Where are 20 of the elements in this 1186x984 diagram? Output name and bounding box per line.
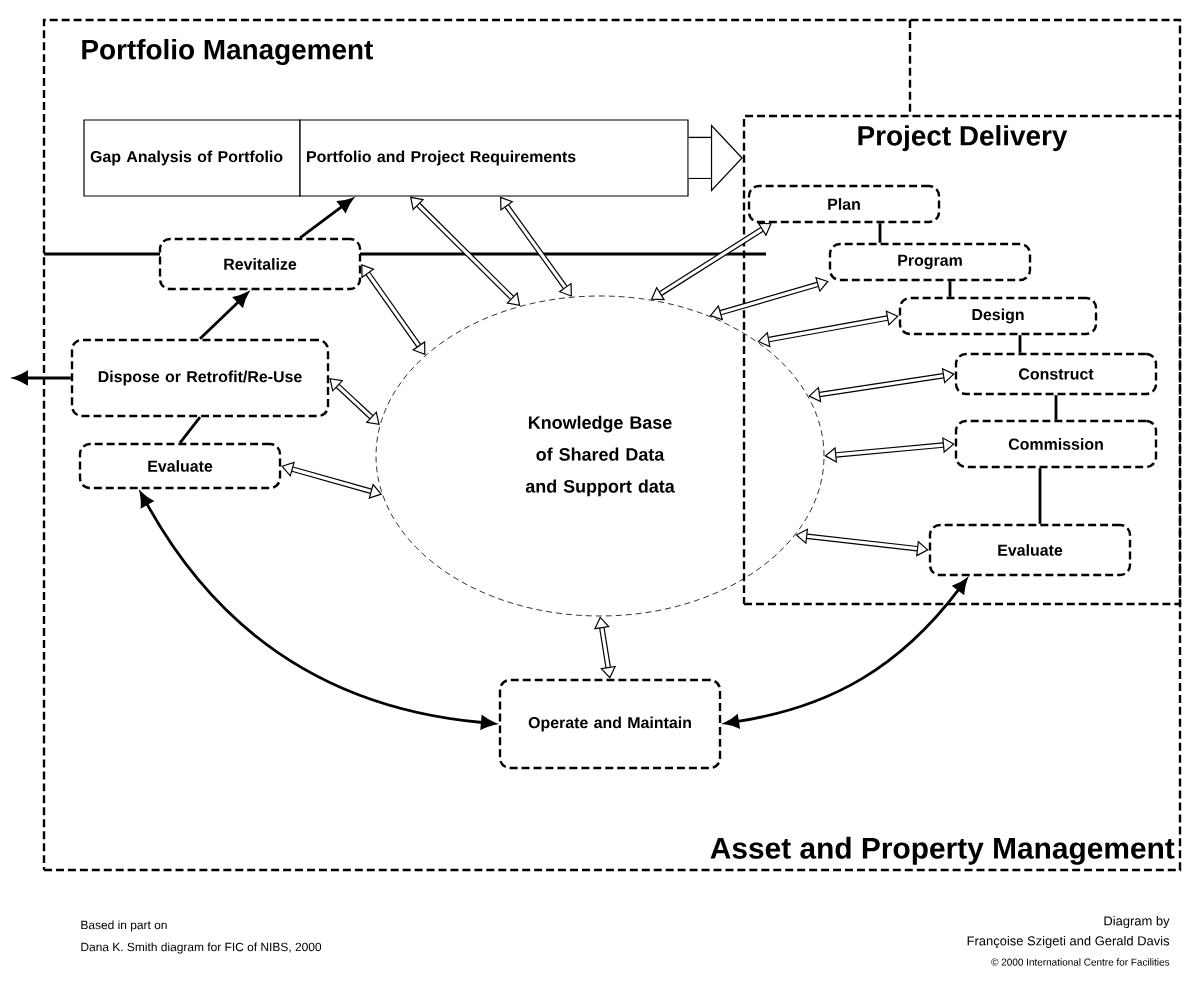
arrow [139, 492, 496, 730]
connector-line [1038, 468, 1042, 524]
region-title: Portfolio Management [82, 38, 373, 66]
arrow [299, 198, 353, 239]
connector-line [1018, 335, 1022, 353]
arrow [199, 292, 249, 340]
connector-line [948, 281, 952, 297]
arrow [500, 196, 572, 297]
connector-line [1054, 395, 1058, 420]
arrow [795, 528, 929, 557]
arrow [709, 276, 829, 321]
arrow [688, 124, 743, 192]
arrow [13, 371, 71, 385]
connector-line [178, 416, 202, 444]
arrow [724, 578, 968, 729]
connector-line [878, 223, 882, 243]
arrow [757, 310, 899, 348]
arrow [824, 437, 955, 463]
arrow [593, 616, 617, 679]
arrow [808, 367, 955, 403]
